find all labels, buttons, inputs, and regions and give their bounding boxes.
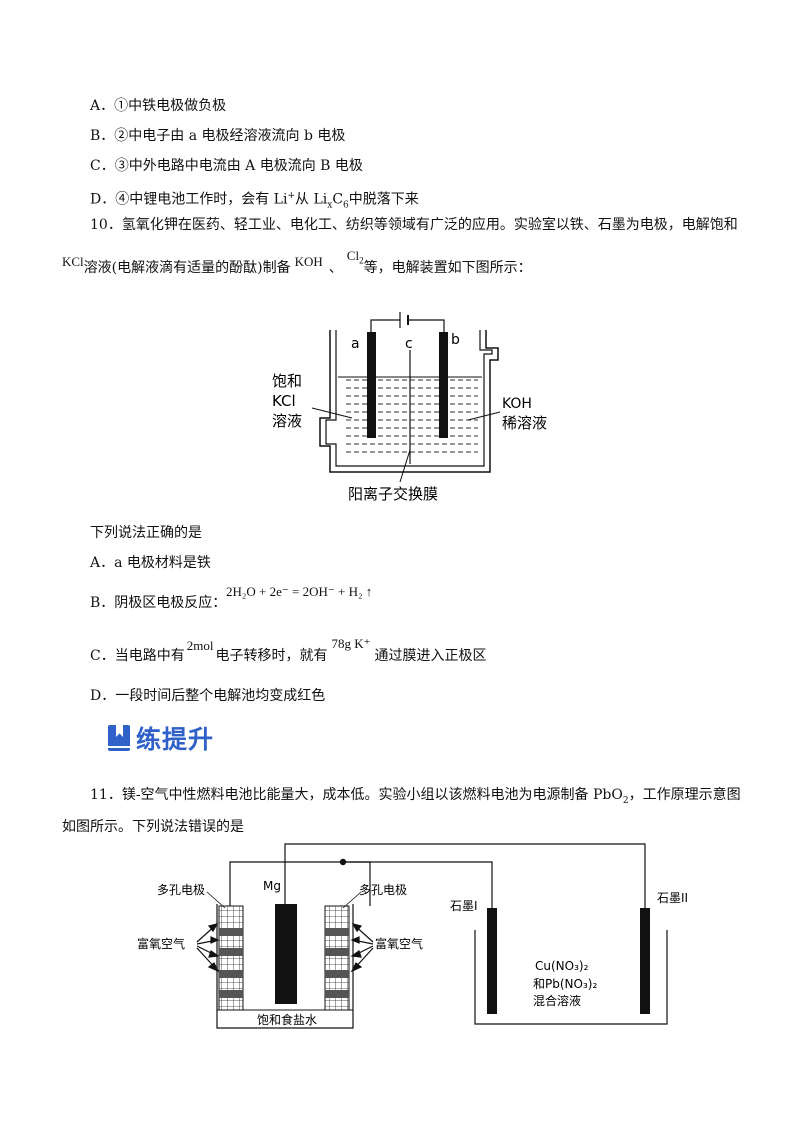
label-air-left: 富氧空气 [137, 936, 185, 951]
label-koh: KOH [502, 396, 532, 412]
label-solution-2: 和Pb(NO₃)₂ [533, 977, 597, 991]
q10-option-a: A．a 电极材料是铁 [90, 555, 211, 571]
q9-d-text-2: 从 Li [295, 191, 328, 208]
q10-kcl: KCl [62, 254, 84, 269]
q10-c-mol: 2mol [186, 638, 214, 653]
wire-junction [339, 858, 347, 866]
label-air-right: 富氧空气 [375, 936, 423, 951]
section-title: 练提升 [136, 725, 215, 754]
q9-d-sub-x: x [327, 200, 333, 211]
q10-ask: 下列说法正确的是 [90, 525, 202, 541]
q10-cl2: Cl2 [346, 248, 364, 266]
q10-stem-2b: 等，电解装置如下图所示： [363, 260, 532, 276]
q11-stem-1-sub: 2 [622, 795, 629, 806]
q10-c-text-3: 通过膜进入正极区 [374, 648, 487, 664]
q9-d-c: C [332, 191, 344, 208]
label-porous-electrode-right: 多孔电极 [359, 883, 407, 897]
q11-stem-1a: 11．镁-空气中性燃料电池比能量大，成本低。实验小组以该燃料电池为电源制备 Pb… [90, 787, 623, 803]
q10-stem-1: 10．氢氧化钾在医药、轻工业、电化工、纺织等领域有广泛的应用。实验室以铁、石墨为… [90, 217, 738, 233]
fuel-cell-diagram: 多孔电极 Mg 多孔电极 富氧空气 富氧空气 饱和食盐水 石墨I 石墨II Cu… [137, 843, 688, 1029]
q11-stem-1: 11．镁-空气中性燃料电池比能量大，成本低。实验小组以该燃料电池为电源制备 Pb… [90, 785, 741, 811]
q9-option-a: A．①中铁电极做负极 [90, 98, 227, 114]
q9-option-c: C．③中外电路中电流由 A 电极流向 B 电极 [90, 158, 363, 174]
label-a: a [351, 336, 360, 352]
q9-d-sub-6: 6 [343, 200, 349, 211]
q10-stem-2a: 溶液(电解液滴有适量的酚酞)制备 [83, 260, 291, 276]
q9-option-d: D．④中锂电池工作时，会有 Li+从 LixC6中脱落下来 [90, 186, 419, 215]
q9-option-b: B．②中电子由 a 电极经溶液流向 b 电极 [90, 128, 346, 144]
q9-d-sup: + [287, 191, 295, 201]
label-solution: 溶液 [272, 412, 302, 430]
label-graphite-1: 石墨I [450, 899, 478, 913]
q10-option-b: B．阴极区电极反应： [90, 595, 227, 611]
label-membrane: 阳离子交换膜 [348, 485, 438, 503]
electrode-b [439, 332, 448, 438]
q9-d-text-3: 中脱落下来 [348, 191, 419, 208]
q10-option-b-formula: 2H₂O + 2e⁻ = 2OH⁻ + H₂ ↑ [226, 584, 373, 599]
label-b: b [451, 332, 460, 348]
label-solution-3: 混合溶液 [533, 993, 581, 1008]
electrode-a [367, 332, 376, 438]
air-arrows-left [196, 923, 220, 973]
label-solution-1: Cu(NO₃)₂ [535, 959, 589, 973]
graphite-electrode-2 [640, 908, 650, 1014]
q10-c-text-1: C．当电路中有 [90, 648, 185, 664]
section-heading: 练提升 [108, 722, 214, 754]
q10-koh: KOH [294, 254, 323, 269]
label-porous-electrode-left: 多孔电极 [157, 883, 205, 897]
q10-option-d: D．一段时间后整个电解池均变成红色 [90, 688, 326, 704]
label-saturated: 饱和 [272, 372, 302, 390]
label-dilute-solution: 稀溶液 [502, 414, 547, 432]
q10-option-c: C．当电路中有2mol电子转移时，就有78g K⁺通过膜进入正极区 [90, 636, 487, 666]
label-graphite-2: 石墨II [657, 891, 688, 905]
q10-cl: Cl [346, 248, 360, 263]
label-c: c [405, 336, 413, 352]
air-arrows-right [350, 923, 374, 973]
book-icon [108, 725, 130, 751]
q11-stem-2: 如图所示。下列说法错误的是 [62, 819, 244, 835]
q10-c-k: 78g K⁺ [331, 636, 371, 651]
q10-cl-sub: 2 [359, 255, 364, 266]
label-mg: Mg [263, 879, 281, 893]
electrolysis-diagram: a c b 饱和 KCl 溶液 KOH 稀溶液 阳离子交换膜 [272, 312, 547, 503]
q9-d-text-1: D．④中锂电池工作时，会有 Li [90, 191, 288, 208]
q10-c-text-2: 电子转移时，就有 [215, 648, 328, 664]
label-kcl: KCl [272, 392, 296, 410]
solution-hatching [346, 379, 478, 453]
q11-stem-1b: ，工作原理示意图 [628, 787, 741, 803]
label-brine: 饱和食盐水 [257, 1012, 317, 1027]
mg-electrode [275, 904, 297, 1004]
q10-sep: 、 [328, 260, 343, 276]
graphite-electrode-1 [487, 908, 497, 1014]
